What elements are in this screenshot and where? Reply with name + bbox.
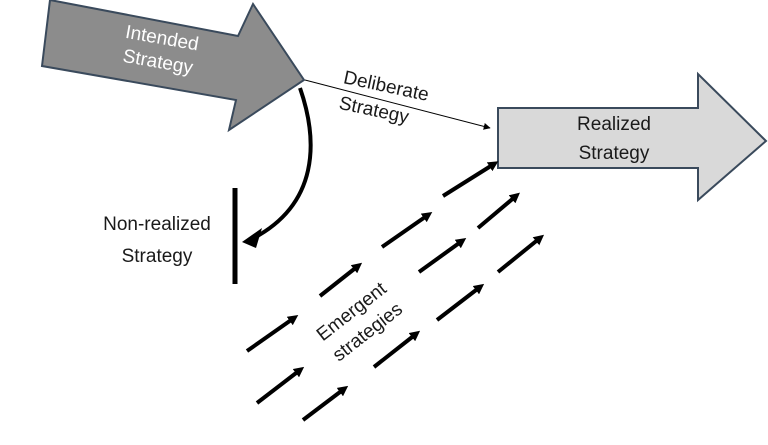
emergent-arrow-3c [372,330,421,369]
realized-label-line2: Strategy [579,143,650,164]
emergent-arrow-1a [441,161,499,198]
emergent-arrow-1c [318,262,363,298]
emergent-arrow-1d [245,315,299,353]
intended-arrow-shape [40,0,306,133]
non-realized-label-line1: Non-realized [103,214,211,235]
realized-arrow-shape [497,71,768,203]
emergent-arrow-3a [496,234,545,274]
deliberate-label: Deliberate Strategy [337,67,431,128]
realized-strategy-arrow: Realized Strategy [497,71,768,203]
intended-strategy-arrow: Intended Strategy [40,0,306,133]
deliberate-strategy-line [304,79,491,130]
emergent-arrow-3d [301,385,349,422]
emergent-arrow-3b [435,283,485,322]
emergent-arrow-2a [476,192,520,230]
emergent-arrow-2b [417,237,467,274]
emergent-arrow-1b [380,212,433,249]
non-realized-arrowhead [242,228,262,248]
realized-label-line1: Realized [577,114,651,135]
emergent-arrows [245,161,545,422]
non-realized-curve-arrow [249,87,313,242]
non-realized-label-line2: Strategy [122,246,193,267]
emergent-arrow-2c [255,366,305,405]
